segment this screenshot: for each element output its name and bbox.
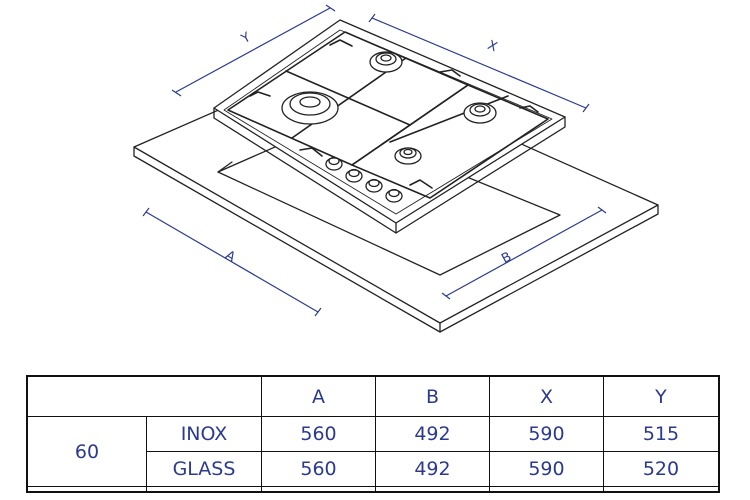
- table-cell-empty: [602, 486, 720, 492]
- table-row-partial: [26, 486, 720, 492]
- size-cell: 60: [26, 416, 147, 487]
- table-row: GLASS 560 492 590 520: [27, 451, 720, 487]
- table-header-blank: [26, 375, 262, 417]
- value-cell: 590: [488, 416, 604, 452]
- value-cell: 590: [488, 451, 604, 487]
- column-header: X: [488, 375, 604, 417]
- table-cell-empty: [488, 486, 604, 492]
- value-cell: 520: [602, 451, 720, 487]
- dimension-line-b: [441, 206, 607, 300]
- hob-installation-diagram: Y X A B: [133, 4, 659, 333]
- dimension-line-x: [368, 13, 590, 113]
- column-header: A: [261, 375, 376, 417]
- table-row: 60 INOX 560 492 590 515: [26, 416, 720, 487]
- dimension-line-a: [142, 207, 322, 317]
- column-header: B: [374, 375, 490, 417]
- value-cell: 560: [261, 451, 376, 487]
- table-header-row: A B X Y: [26, 375, 720, 417]
- dimension-table: A B X Y 60 INOX 560 492 590 515 GLASS 56…: [26, 375, 720, 493]
- burner-front: [394, 147, 422, 165]
- value-cell: 560: [261, 416, 376, 452]
- table-cell-empty: [146, 486, 262, 492]
- control-knobs: [325, 156, 403, 203]
- material-cell: INOX: [146, 416, 262, 452]
- table-cell-empty: [374, 486, 490, 492]
- column-header: Y: [602, 375, 720, 417]
- value-cell: 492: [374, 451, 490, 487]
- table-cell-empty: [261, 486, 376, 492]
- dimension-label-a: A: [223, 248, 238, 265]
- value-cell: 515: [602, 416, 720, 452]
- burner-right: [463, 102, 497, 124]
- value-cell: 492: [374, 416, 490, 452]
- burner-large: [281, 91, 339, 125]
- burner-rear: [369, 51, 403, 73]
- dimension-label-y: Y: [238, 30, 253, 47]
- table-cell-empty: [26, 486, 147, 492]
- hob-top-plate: [213, 19, 566, 234]
- dimension-label-x: X: [485, 38, 499, 55]
- dimension-line-y: [171, 4, 336, 97]
- material-cell: GLASS: [146, 451, 262, 487]
